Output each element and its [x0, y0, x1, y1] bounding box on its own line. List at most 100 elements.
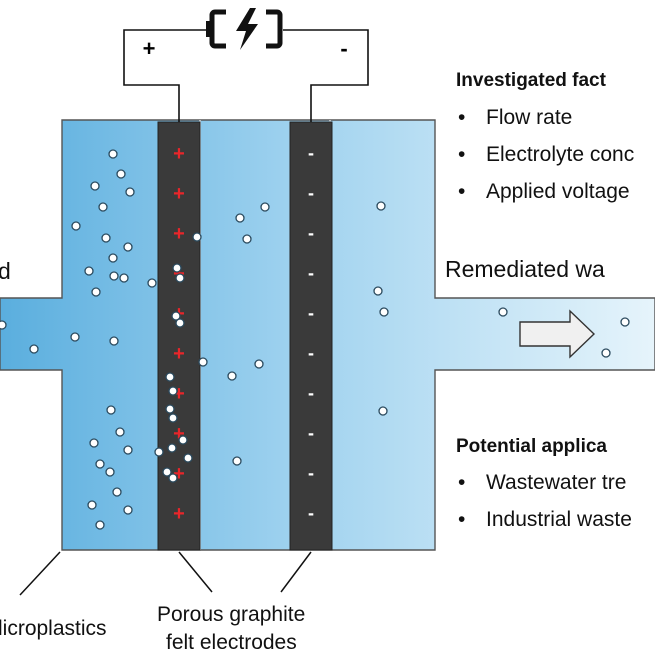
anode-plus-sign: + [173, 183, 185, 205]
microplastics-label: licroplastics [0, 617, 107, 640]
microplastic-particle [171, 311, 181, 321]
microplastic-particle [192, 232, 202, 242]
microplastic-particle [378, 406, 388, 416]
investigated-item-label: Flow rate [486, 106, 573, 129]
microplastic-particle [165, 404, 175, 414]
cathode-minus-sign: - [308, 383, 314, 403]
cathode-minus-sign: - [308, 223, 314, 243]
microplastic-particle [168, 386, 178, 396]
cathode-minus-sign: - [308, 303, 314, 323]
bullet-icon: • [458, 180, 466, 203]
anode-plus-sign: + [173, 423, 185, 445]
microplastic-particle [91, 287, 101, 297]
cathode-minus-sign: - [308, 463, 314, 483]
microplastic-particle [87, 500, 97, 510]
microplastic-particle [379, 307, 389, 317]
application-item-wastewater: • Wastewater tre [458, 471, 626, 495]
application-item-label: Wastewater tre [486, 471, 627, 494]
microplastic-particle [254, 359, 264, 369]
investigated-item-label: Electrolyte conc [486, 143, 635, 166]
microplastic-particle [84, 266, 94, 276]
battery-icon [206, 6, 283, 52]
microplastic-particle [167, 443, 177, 453]
anode-plus-sign: + [173, 143, 185, 165]
microplastic-particle [242, 234, 252, 244]
microplastic-particle [260, 202, 270, 212]
cathode-minus-sign: - [308, 343, 314, 363]
flow-direction-arrow-icon [519, 309, 596, 359]
microplastic-particle [123, 242, 133, 252]
cathode-callout-line [280, 551, 312, 593]
microplastic-particle [71, 221, 81, 231]
microplastic-particle [178, 435, 188, 445]
microplastic-particle [498, 307, 508, 317]
microplastic-particle [95, 520, 105, 530]
electrode-caption-line1: Porous graphite [157, 603, 306, 626]
microplastic-particle [115, 427, 125, 437]
bullet-icon: • [458, 143, 466, 166]
microplastic-particle [70, 332, 80, 342]
microplastic-particle [376, 201, 386, 211]
microplastic-particle [90, 181, 100, 191]
anode-plus-sign: + [173, 503, 185, 525]
microplastic-particle [119, 273, 129, 283]
microplastic-particles [0, 149, 630, 530]
microplastic-particle [123, 505, 133, 515]
microplastic-particle [172, 263, 182, 273]
investigated-item-voltage: • Applied voltage [458, 180, 630, 204]
anode-plus-sign: + [173, 223, 185, 245]
microplastic-particle [105, 467, 115, 477]
anode-callout-line [178, 551, 213, 593]
microplastic-particle [101, 233, 111, 243]
microplastic-particle [98, 202, 108, 212]
positive-wire [123, 29, 210, 122]
cathode-minus-sign: - [308, 423, 314, 443]
investigated-factors-heading: Investigated fact [456, 70, 606, 91]
anode-electrode [157, 121, 201, 551]
microplastic-particle [123, 445, 133, 455]
cathode-minus-sign: - [308, 503, 314, 523]
microplastic-particle [29, 344, 39, 354]
cathode-minus-sign: - [308, 183, 314, 203]
microplastic-particle [106, 405, 116, 415]
microplastic-particle [108, 149, 118, 159]
potential-applications-heading: Potential applica [456, 436, 607, 457]
investigated-item-electrolyte: • Electrolyte conc [458, 143, 634, 167]
microplastic-particle [620, 317, 630, 327]
negative-wire [283, 29, 369, 122]
microplastic-particle [125, 187, 135, 197]
negative-terminal-sign: - [340, 36, 347, 61]
microplastic-particle [168, 473, 178, 483]
microplastic-particle [373, 286, 383, 296]
cathode-charge-marks: - - - - - - - - - - [308, 143, 314, 523]
microplastic-particle [168, 413, 178, 423]
anode-plus-sign: + [173, 343, 185, 365]
microplastic-particle [95, 459, 105, 469]
cathode-electrode [289, 121, 333, 551]
cathode-minus-sign: - [308, 143, 314, 163]
anode-plus-sign: + [173, 383, 185, 405]
microplastic-particle [601, 348, 611, 358]
microplastic-particle [147, 278, 157, 288]
microplastic-particle [165, 372, 175, 382]
inlet-label: d [0, 258, 11, 284]
microplastic-particle [175, 318, 185, 328]
electrode-caption-line2: felt electrodes [166, 631, 297, 654]
application-item-label: Industrial waste [486, 508, 632, 531]
outlet-label: Remediated wa [445, 256, 605, 282]
application-item-industrial: •Industrial waste [458, 508, 632, 532]
microplastic-particle [89, 438, 99, 448]
microplastic-particle [109, 271, 119, 281]
microplastic-particle [112, 487, 122, 497]
investigated-item-label: Applied voltage [486, 180, 630, 203]
bullet-icon: • [458, 471, 466, 494]
positive-terminal-sign: + [143, 36, 156, 61]
cathode-minus-sign: - [308, 263, 314, 283]
microplastic-particle [109, 336, 119, 346]
microplastic-particle [162, 467, 172, 477]
microplastic-particle [154, 447, 164, 457]
microplastic-particle [198, 357, 208, 367]
microplastics-callout-line [19, 551, 61, 596]
microplastic-particle [108, 253, 118, 263]
